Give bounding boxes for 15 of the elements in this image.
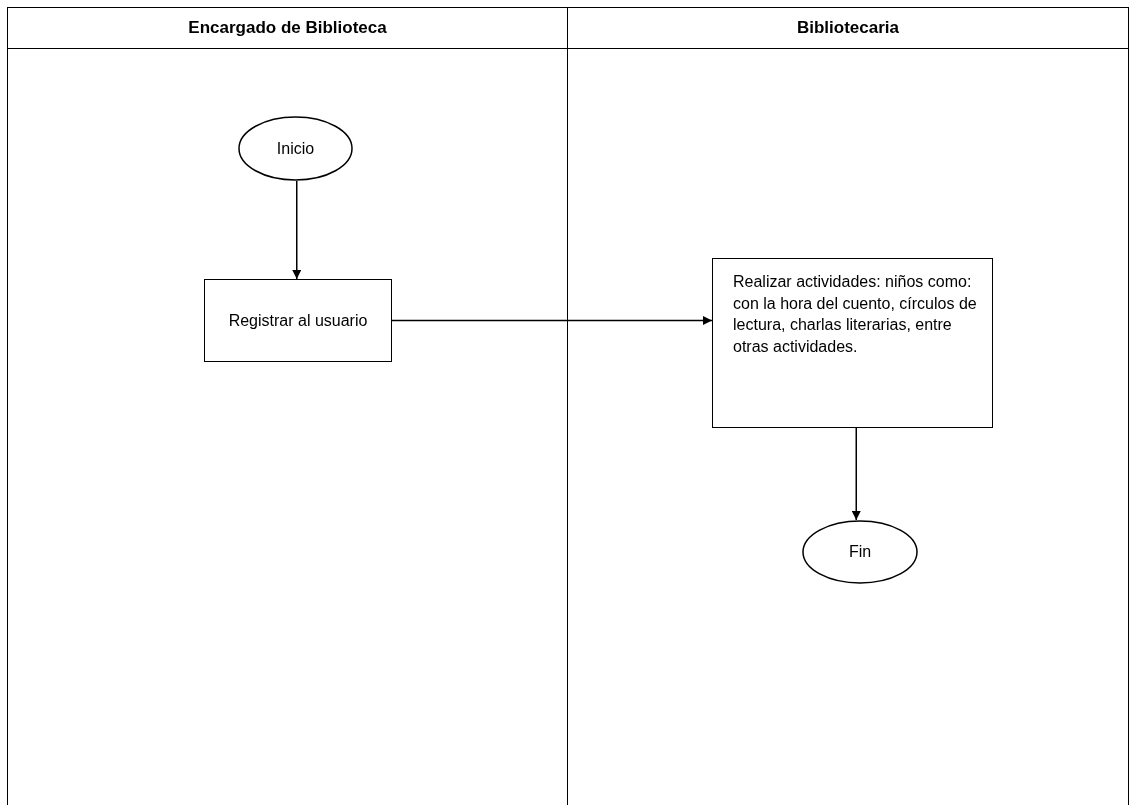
node-label: Inicio <box>276 139 315 158</box>
node-label: Fin <box>848 543 872 561</box>
lane-header: Encargado de Biblioteca <box>8 8 567 49</box>
terminal-ellipse <box>238 116 353 181</box>
arrow <box>851 427 861 521</box>
arrow <box>391 316 713 325</box>
swimlane <box>7 7 568 805</box>
lane-header: Bibliotecaria <box>568 8 1128 49</box>
process-box <box>204 279 392 362</box>
terminal-ellipse <box>802 520 918 584</box>
node-label: Realizar actividades: niños como: con la hora del cuento, círculos de lectura, charlas literarias, entre otras actividades. <box>733 272 978 357</box>
process-box <box>712 258 993 428</box>
node-label: Registrar al usuario <box>228 310 368 331</box>
arrow <box>292 180 302 280</box>
swimlane <box>567 7 1129 805</box>
